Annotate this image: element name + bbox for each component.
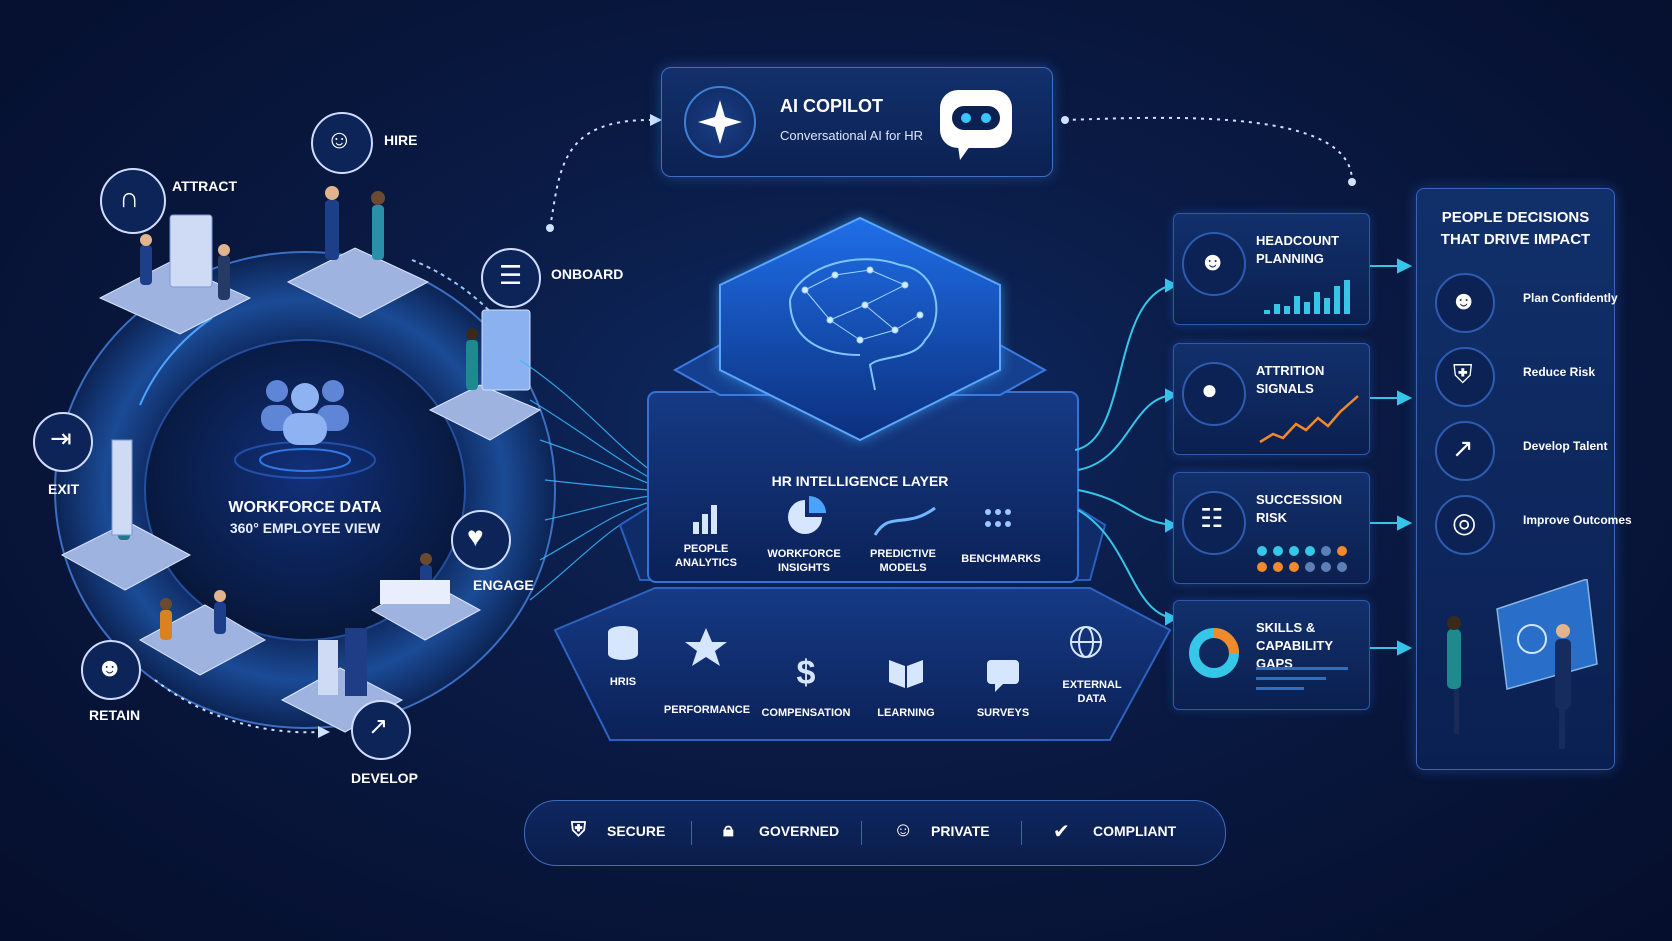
headcount-bar-icon — [1264, 280, 1350, 314]
stage-hire-label: HIRE — [384, 132, 418, 148]
source-compensation[interactable]: COMPENSATION — [761, 707, 851, 719]
stage-onboard-label: ONBOARD — [551, 266, 624, 282]
stage-retain[interactable]: ☻ — [81, 640, 141, 700]
impact-improve-outcomes[interactable]: ◎ Improve Outcomes — [1435, 495, 1632, 555]
growth-chart-icon: ↗ — [368, 713, 389, 740]
user-icon: ☺ — [893, 819, 914, 841]
shield-icon: ⛨ — [571, 819, 586, 841]
team-icon: ☻ — [1182, 232, 1246, 296]
output-skills-gaps[interactable]: SKILLS & CAPABILITY GAPS — [1173, 600, 1370, 710]
source-performance[interactable]: PERFORMANCE — [663, 704, 751, 716]
succession-title: SUCCESSION RISK — [1256, 492, 1342, 525]
trust-compliant[interactable]: COMPLIANT — [1093, 823, 1177, 839]
stage-develop-label: DEVELOP — [351, 770, 418, 786]
succession-dots-icon — [1257, 546, 1347, 572]
impact-plan-confidently[interactable]: ☻ Plan Confidently — [1435, 273, 1618, 333]
impact-reduce-risk[interactable]: ⛨ Reduce Risk — [1435, 347, 1613, 407]
stage-attract[interactable]: ∩ — [100, 168, 166, 234]
source-hris[interactable]: HRIS — [609, 676, 637, 688]
check-circle-icon: ✔ — [1053, 821, 1070, 843]
module-people-analytics[interactable]: PEOPLE ANALYTICS — [675, 543, 737, 569]
org-chart-icon: ☷ — [1182, 491, 1246, 555]
donut-icon — [1189, 628, 1239, 678]
trust-private[interactable]: PRIVATE — [931, 823, 990, 839]
copilot-subtitle: Conversational AI for HR — [780, 128, 924, 143]
group-icon: ☻ — [96, 652, 124, 682]
impact-title: PEOPLE DECISIONS THAT DRIVE IMPACT — [1440, 209, 1591, 248]
intelligence-layer-title: HR INTELLIGENCE LAYER — [771, 473, 949, 489]
stage-exit-label: EXIT — [48, 481, 80, 497]
target-icon: ◎ — [1435, 495, 1495, 555]
dollar-icon: $ — [797, 654, 816, 692]
dot-grid-icon — [985, 509, 1011, 527]
people-icon: ☺ — [326, 124, 353, 154]
output-succession-risk[interactable]: ☷ SUCCESSION RISK — [1173, 472, 1370, 584]
heart-icon: ♥ — [467, 521, 484, 552]
stage-onboard[interactable]: ☰ — [481, 248, 541, 308]
copilot-title: AI COPILOT — [780, 96, 883, 116]
trend-line-icon — [873, 506, 936, 536]
attrition-title: ATTRITION SIGNALS — [1256, 363, 1325, 396]
headcount-title: HEADCOUNT PLANNING — [1256, 233, 1340, 266]
lock-icon: 🔒︎ — [723, 819, 734, 841]
globe-icon — [1070, 626, 1102, 658]
exit-door-icon: ⇥ — [50, 423, 72, 453]
pie-chart-icon — [788, 496, 826, 534]
impact-panel: PEOPLE DECISIONS THAT DRIVE IMPACT ☻ Pla… — [1416, 188, 1632, 770]
skills-bars-icon — [1256, 667, 1348, 690]
trust-bar: ⛨ SECURE 🔒︎ GOVERNED ☺ PRIVATE ✔ COMPLIA… — [524, 800, 1226, 866]
checklist-icon: ☰ — [499, 260, 523, 290]
brain-network-icon — [789, 258, 938, 391]
attrition-trend-icon — [1259, 395, 1359, 444]
stage-retain-label: RETAIN — [89, 707, 141, 723]
workforce-people-icon — [234, 380, 376, 479]
bar-chart-icon — [693, 505, 717, 534]
star-icon — [685, 628, 727, 666]
team-icon: ☻ — [1435, 273, 1495, 333]
chatbot-icon — [938, 88, 1014, 160]
output-headcount-planning[interactable]: ☻ HEADCOUNT PLANNING — [1173, 213, 1370, 325]
module-workforce-insights[interactable]: WORKFORCE INSIGHTS — [767, 548, 841, 574]
workforce-subtitle: 360° EMPLOYEE VIEW — [229, 520, 381, 536]
trust-secure[interactable]: SECURE — [607, 823, 666, 839]
source-external-data[interactable]: EXTERNAL DATA — [1062, 679, 1122, 705]
chat-bubble-icon — [987, 660, 1019, 692]
module-predictive-models[interactable]: PREDICTIVE MODELS — [869, 548, 936, 574]
impact-develop-talent[interactable]: ↗ Develop Talent — [1435, 421, 1613, 481]
stage-engage[interactable]: ♥ — [451, 510, 511, 570]
stage-hire[interactable]: ☺ — [311, 112, 373, 174]
sparkle-icon — [684, 86, 756, 158]
trust-governed[interactable]: GOVERNED — [759, 823, 840, 839]
decision-makers-illustration — [1447, 579, 1598, 749]
source-surveys[interactable]: SURVEYS — [976, 707, 1030, 719]
workforce-title: WORKFORCE DATA — [228, 499, 382, 516]
ai-copilot-card[interactable]: AI COPILOT Conversational AI for HR — [661, 67, 1053, 177]
climb-icon: ↗ — [1435, 421, 1495, 481]
stage-exit[interactable]: ⇥ — [33, 412, 93, 472]
magnet-icon: ∩ — [119, 182, 140, 213]
book-icon — [889, 660, 923, 688]
shield-check-icon: ⛨ — [1435, 347, 1495, 407]
stage-attract-label: ATTRACT — [172, 178, 238, 194]
person-icon: ● — [1182, 362, 1246, 426]
output-attrition-signals[interactable]: ● ATTRITION SIGNALS — [1173, 343, 1370, 455]
source-learning[interactable]: LEARNING — [877, 707, 935, 719]
stage-engage-label: ENGAGE — [473, 577, 534, 593]
stage-develop[interactable]: ↗ — [351, 700, 411, 760]
module-benchmarks[interactable]: BENCHMARKS — [961, 553, 1041, 565]
database-icon — [608, 626, 638, 660]
